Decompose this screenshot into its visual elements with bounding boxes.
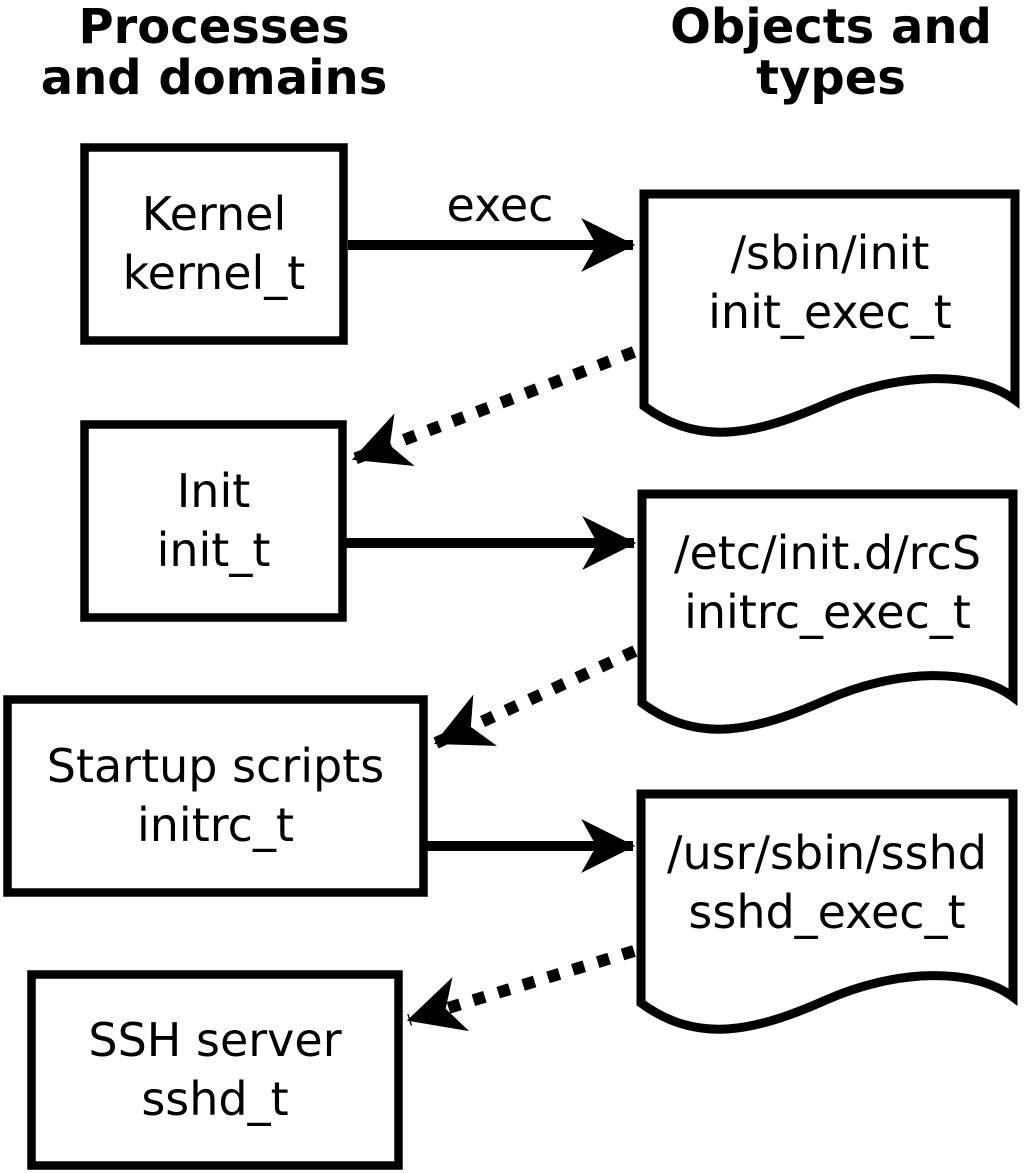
etc-initd-rcs-document-shape — [637, 489, 1018, 734]
column-header-objects: Objects and types — [638, 2, 1024, 104]
domain-type: sshd_t — [141, 1072, 289, 1126]
kernel-box-outline — [80, 143, 348, 345]
domain-type: init_t — [156, 523, 271, 577]
init-box-outline — [80, 420, 347, 622]
domain-type: kernel_t — [122, 246, 306, 300]
exec-arrow-label: exec — [446, 178, 554, 232]
transition-arrow-sshd-exec-to-ssh-server — [406, 945, 636, 1032]
object-type: sshd_exec_t — [688, 884, 966, 939]
column-header-objects-line1: Objects and — [670, 0, 992, 55]
process-name: Kernel — [141, 187, 287, 241]
column-header-processes-line2: and domains — [40, 50, 388, 106]
init-box-label: Init init_t — [80, 420, 347, 622]
usr-sbin-sshd-document-shape — [636, 789, 1018, 1034]
object-path: /sbin/init — [730, 225, 930, 280]
ssh-server-box-label: SSH server sshd_t — [27, 970, 403, 1170]
etc-initd-rcs-document-label: /etc/init.d/rcS initrc_exec_t — [638, 490, 1017, 675]
process-name: SSH server — [88, 1013, 342, 1067]
domain-type: initrc_t — [137, 798, 294, 852]
transition-arrow-sbin-init-to-init — [351, 346, 637, 467]
object-type: initrc_exec_t — [684, 584, 971, 639]
ssh-server-box-outline — [27, 970, 403, 1170]
process-name: Init — [176, 464, 251, 518]
startup-scripts-box-label: Startup scripts initrc_t — [3, 695, 428, 897]
kernel-box-label: Kernel kernel_t — [80, 143, 348, 345]
sbin-init-document-shape — [639, 189, 1020, 437]
transition-arrow-rcs-to-startup-scripts — [433, 645, 638, 749]
startup-scripts-box-outline — [3, 695, 428, 897]
usr-sbin-sshd-document-label: /usr/sbin/sshd sshd_exec_t — [637, 790, 1017, 975]
process-name: Startup scripts — [46, 739, 385, 793]
object-path: /etc/init.d/rcS — [673, 525, 982, 580]
column-header-objects-line2: types — [756, 50, 906, 106]
object-path: /usr/sbin/sshd — [667, 825, 987, 880]
object-type: init_exec_t — [708, 284, 952, 339]
column-header-processes-line1: Processes — [78, 0, 350, 55]
column-header-processes: Processes and domains — [0, 2, 428, 104]
sbin-init-document-label: /sbin/init init_exec_t — [640, 190, 1020, 375]
